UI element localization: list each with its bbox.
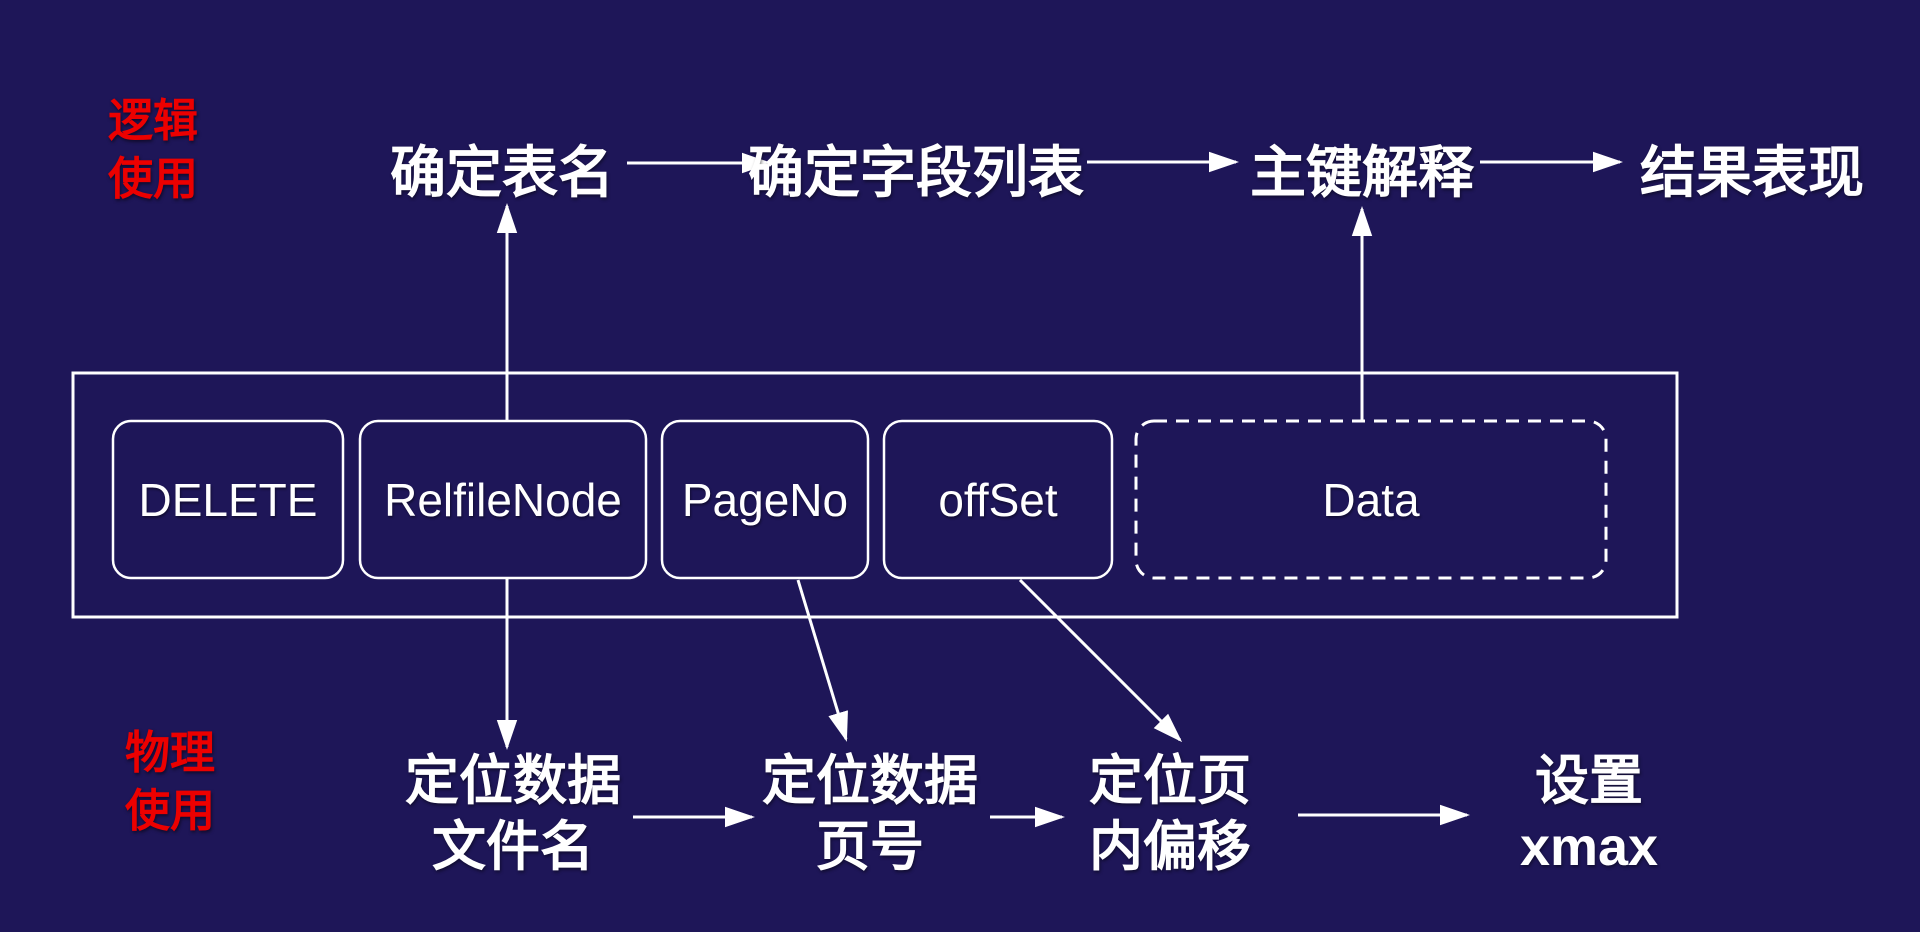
field-label-delete: DELETE <box>138 473 318 526</box>
field-box-relfilenode-outline <box>358 419 648 580</box>
field-label-offset: offSet <box>938 473 1058 526</box>
record-outer-rect <box>71 371 1679 619</box>
field-box-offset: offSet <box>884 421 1112 578</box>
logical-step-field-list: 确定字段列表 <box>748 141 1084 204</box>
field-box-data-outline <box>1134 419 1608 580</box>
side-label-logical-line1: 逻辑 <box>108 95 199 146</box>
logical-step-result: 结果表现 <box>1640 141 1864 204</box>
physical-step-page-offset: 定位页 内偏移 <box>1005 748 1335 880</box>
side-label-physical-line2: 使用 <box>125 785 216 836</box>
field-box-pageno: PageNo <box>662 421 868 578</box>
physical-step-page-number-line2: 页号 <box>816 817 924 877</box>
side-label-physical-use: 物理 使用 <box>125 724 215 840</box>
physical-step-set-xmax-line1: 设置 <box>1535 751 1643 811</box>
physical-step-page-offset-line2: 内偏移 <box>1089 817 1251 877</box>
logical-step-table-name: 确定表名 <box>390 141 614 204</box>
field-label-relfilenode: RelfileNode <box>384 473 622 526</box>
field-box-relfilenode: RelfileNode <box>360 421 646 578</box>
physical-step-file-name-line2: 文件名 <box>432 817 594 877</box>
physical-step-file-name: 定位数据 文件名 <box>348 748 678 880</box>
side-label-logical-line2: 使用 <box>108 153 199 204</box>
field-box-data: Data <box>1136 421 1606 578</box>
physical-step-set-xmax-line2: xmax <box>1519 817 1659 877</box>
logical-step-primary-key: 主键解释 <box>1250 141 1474 204</box>
field-box-delete: DELETE <box>113 421 343 578</box>
side-label-physical-line1: 物理 <box>125 727 216 778</box>
field-box-offset-outline <box>882 419 1114 580</box>
physical-step-page-number-line1: 定位数据 <box>762 751 978 811</box>
field-label-data: Data <box>1322 473 1420 526</box>
arrow-down-pageno-to-page-number <box>796 579 848 742</box>
arrow-down-offset-to-page-offset <box>1018 578 1183 743</box>
physical-step-file-name-line1: 定位数据 <box>405 751 621 811</box>
physical-step-page-number: 定位数据 页号 <box>705 748 1035 880</box>
physical-step-set-xmax: 设置 xmax <box>1424 748 1754 880</box>
side-label-logical-use: 逻辑 使用 <box>108 92 198 208</box>
physical-step-page-offset-line1: 定位页 <box>1089 751 1251 811</box>
field-box-delete-outline <box>111 419 345 580</box>
field-box-pageno-outline <box>660 419 870 580</box>
field-label-pageno: PageNo <box>681 473 849 526</box>
